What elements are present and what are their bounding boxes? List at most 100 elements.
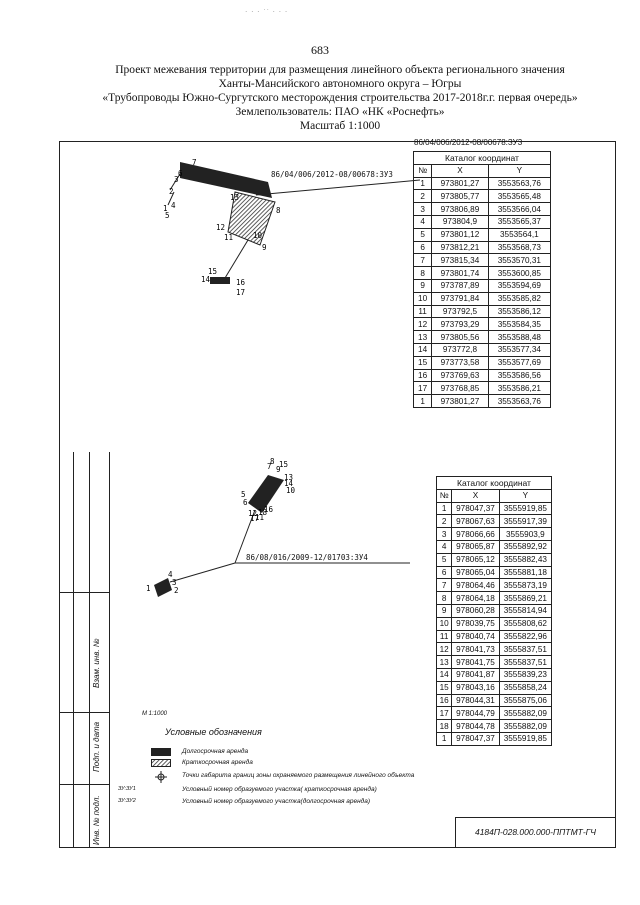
plot2-cell-y: 3555892,92 xyxy=(498,539,553,554)
plot2-point-5: 5 xyxy=(241,490,246,499)
plot1-cell-x: 973801,27 xyxy=(431,176,489,191)
plot2-cell-x: 978043,16 xyxy=(451,680,500,695)
legend-item-3: Точки габарита границ зоны охраняемого р… xyxy=(182,772,415,779)
title-line-3: «Трубопроводы Южно-Сургутского месторожд… xyxy=(102,92,578,104)
plot1-cell-y: 3553594,69 xyxy=(487,278,552,293)
plot1-cell-y: 3553585,82 xyxy=(487,291,552,306)
plot2-cell-x: 978044,31 xyxy=(451,693,500,708)
legend-title: Условные обозначения xyxy=(165,727,262,737)
plot2-cell-no: 11 xyxy=(435,629,453,644)
plot1-point-6: 6 xyxy=(178,169,183,178)
plot1-cell-y: 3553563,76 xyxy=(487,394,552,408)
plot2-cell-y: 3555903,9 xyxy=(498,527,553,541)
plot2-cell-no: 7 xyxy=(435,578,453,593)
plot1-point-16: 16 xyxy=(236,278,246,287)
drawing-frame xyxy=(59,141,616,848)
plot1-cell-no: 6 xyxy=(412,240,433,255)
plot1-cell-no: 16 xyxy=(412,368,433,383)
plot2-small-parcel xyxy=(154,578,172,597)
plot2-cell-y: 3555814,94 xyxy=(498,603,553,618)
plot2-cell-y: 3555822,96 xyxy=(498,629,553,644)
plot1-cell-y: 3553577,34 xyxy=(487,342,552,357)
plot1-cell-no: 10 xyxy=(412,291,433,306)
plot1-cell-x: 973812,21 xyxy=(431,240,489,255)
plot2-cell-x: 978064,18 xyxy=(451,591,500,605)
plot2-drawing: 1 2 3 4 5 6 7 8 9 10 11 12 13 14 15 16 1… xyxy=(146,457,410,597)
plot1-point-12: 12 xyxy=(216,223,225,232)
plot1-cell-x: 973801,12 xyxy=(431,227,489,242)
legend-longterm-swatch xyxy=(151,748,171,756)
legend-item-4: Условный номер образуемого участка( крат… xyxy=(182,786,377,793)
plot2-point-13: 13 xyxy=(284,473,293,482)
plot2-cell-x: 978065,12 xyxy=(451,552,500,567)
plot2-cell-no: 1 xyxy=(435,731,453,746)
plot2-cell-x: 978066,66 xyxy=(451,527,500,541)
plot1-col-y: Y xyxy=(487,163,552,178)
plot2-cell-no: 8 xyxy=(435,591,453,605)
plot2-cell-y: 3555858,24 xyxy=(498,680,553,695)
plot2-point-9: 9 xyxy=(276,465,281,474)
plot2-cell-x: 978041,87 xyxy=(451,667,500,682)
plot2-cell-no: 12 xyxy=(435,642,453,657)
plot1-cell-x: 973805,77 xyxy=(431,189,489,204)
plot2-point-10: 10 xyxy=(286,486,296,495)
plot2-cell-y: 3555919,85 xyxy=(498,731,553,746)
plot1-col-no: № xyxy=(412,163,433,178)
plot1-point-11: 11 xyxy=(224,233,233,242)
plot1-cell-no: 4 xyxy=(412,214,433,229)
plot2-cell-x: 978065,87 xyxy=(451,539,500,554)
plot1-cell-y: 3553586,56 xyxy=(487,368,552,383)
plot1-cell-no: 12 xyxy=(412,317,433,332)
plot2-cell-no: 14 xyxy=(435,667,453,682)
plot2-cell-y: 3555808,62 xyxy=(498,616,553,631)
plot1-point-8: 8 xyxy=(276,206,281,215)
plot1-cell-y: 3553586,12 xyxy=(487,304,552,319)
page-number: 683 xyxy=(311,43,329,57)
plot2-cell-no: 5 xyxy=(435,552,453,567)
plot2-point-4: 4 xyxy=(168,570,173,579)
plot2-cell-y: 3555869,21 xyxy=(498,591,553,605)
sidebar-block: Инв. № подл. Подп. и дата Взам. инв. № xyxy=(59,452,110,848)
plot1-strip xyxy=(180,162,272,198)
plot2-point-17: 17 xyxy=(250,514,259,523)
plot1-cell-no: 5 xyxy=(412,227,433,242)
sidebar-label-replace: Взам. инв. № xyxy=(92,638,101,688)
plot1-cell-y: 3553584,35 xyxy=(487,317,552,332)
plot2-cell-x: 978041,75 xyxy=(451,655,500,669)
plot1-catalog-title: Каталог координат xyxy=(413,151,551,165)
plot1-point-7: 7 xyxy=(192,158,197,167)
plot2-cell-no: 15 xyxy=(435,680,453,695)
crosshair-point-icon xyxy=(155,771,167,783)
scan-marks: · · · ˙˙ · · · xyxy=(245,8,289,16)
plot1-cell-x: 973791,84 xyxy=(431,291,489,306)
plot1-catalog-parcel-id: 86/04/006/2012-08/00678:ЗУ3 xyxy=(414,138,523,147)
plot1-cell-no: 3 xyxy=(412,202,433,216)
plot2-cell-no: 13 xyxy=(435,655,453,669)
plot1-cell-x: 973801,74 xyxy=(431,266,489,280)
plot1-cell-no: 17 xyxy=(412,381,433,396)
title-line-5: Масштаб 1:1000 xyxy=(299,120,381,132)
legend-item-5: Условный номер образуемого участка(долго… xyxy=(182,798,371,805)
plot2-cell-no: 3 xyxy=(435,527,453,541)
plot2-point-7: 7 xyxy=(267,462,272,471)
plot1-cell-x: 973805,56 xyxy=(431,330,489,344)
plot2-parcel xyxy=(248,475,284,513)
legend-shortterm-swatch xyxy=(151,759,171,767)
